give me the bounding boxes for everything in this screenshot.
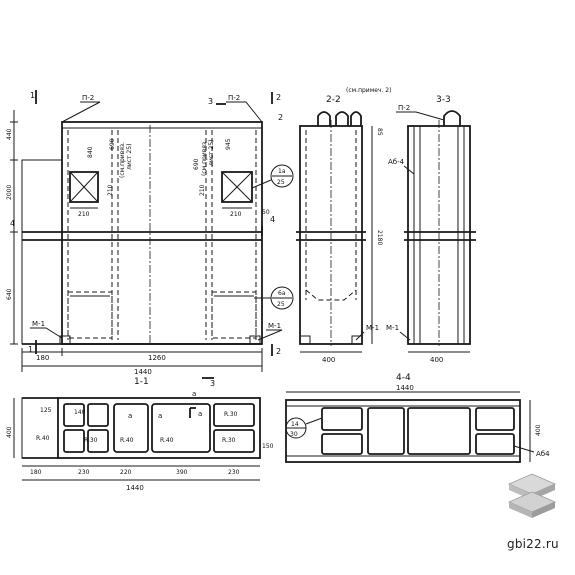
section-2-2: 2-2 (см.примеч. 2) 400 85 2180 М-1 — [296, 87, 391, 364]
r40-a: R.40 — [36, 435, 50, 442]
label-m1-left: М-1 — [32, 320, 45, 328]
front-elevation — [21, 121, 263, 345]
section-1-1-title: 1-1 — [134, 377, 149, 387]
section-4-4: 4-4 1440 14 30 400 Аб4 — [285, 373, 550, 463]
dim-150-plan: 150 — [262, 443, 274, 450]
mark-2-mid: 2 — [278, 113, 283, 122]
section-2-2-title: 2-2 — [326, 95, 341, 105]
r40-b: R.40 — [120, 437, 134, 444]
letter-a-3: а — [198, 410, 202, 418]
mark-2-top: 2 — [276, 93, 281, 102]
label-p2-right: П-2 — [228, 94, 240, 102]
elevation-dim-left: 440 2000 640 — [6, 110, 18, 345]
dim-840: 840 — [87, 146, 94, 158]
note-see-detail-1: (см.привяз. — [119, 142, 126, 178]
section-1-1: 1-1 140 125 R.40 R.30 R.40 R.40 R.30 R.3… — [6, 377, 274, 492]
dim-400-plan: 400 — [6, 426, 13, 438]
dim-210-left-v: 210 — [107, 184, 114, 196]
dim-210-right-v: 210 — [199, 184, 206, 196]
dim-390-plan: 390 — [176, 469, 188, 476]
letter-a-2: а — [158, 412, 162, 420]
mark-2-bottom: 2 — [276, 347, 281, 356]
note-see-note-2: (см.примеч. 2) — [346, 87, 391, 94]
dim-945: 945 — [225, 138, 232, 150]
dim-230-plan: 230 — [78, 469, 90, 476]
dim-140-plan: 140 — [74, 409, 86, 416]
section-3-3: 3-3 П-2 Аб-4 М-1 400 — [386, 95, 476, 364]
label-m1-s33: М-1 — [386, 324, 399, 332]
dim-640: 640 — [6, 288, 13, 300]
bubble-14-bottom: 30 — [290, 431, 298, 438]
dim-180: 180 — [36, 354, 49, 362]
label-p2-s33: П-2 — [398, 104, 410, 112]
note-see-detail-2: лист 25) — [126, 144, 133, 170]
dim-230b-plan: 230 — [228, 469, 240, 476]
r30-b: R.30 — [222, 437, 236, 444]
dim-210-left-h: 210 — [78, 211, 90, 218]
dim-1440: 1440 — [134, 368, 152, 376]
dim-1440-s44: 1440 — [396, 384, 414, 392]
mark-4-left: 4 — [10, 219, 15, 228]
dim-2180: 2180 — [376, 230, 383, 245]
mark-1-bottom: 1 — [28, 345, 33, 354]
dim-1260: 1260 — [148, 354, 166, 362]
bubble-6a-top: 6а — [278, 290, 286, 297]
letter-a-1: а — [128, 412, 132, 420]
section-3-3-title: 3-3 — [436, 95, 451, 105]
label-m1-right: М-1 — [268, 322, 281, 330]
dim-400-s33: 400 — [430, 356, 443, 364]
dim-210-right-h: 210 — [230, 211, 242, 218]
section-4-4-title: 4-4 — [396, 373, 411, 383]
dim-440: 440 — [6, 128, 13, 140]
bubble-1a-top: 1а — [278, 168, 286, 175]
bubble-14-top: 14 — [291, 421, 299, 428]
dim-690-b: 690 — [193, 158, 200, 170]
dim-125-plan: 125 — [40, 407, 52, 414]
letter-a-top: а — [192, 390, 196, 398]
mark-3-top: 3 — [208, 97, 213, 106]
dim-2000: 2000 — [6, 185, 13, 200]
site-name[interactable]: gbi22.ru — [507, 537, 559, 551]
bubble-1a-bottom: 25 — [277, 179, 285, 186]
dim-400-s22: 400 — [322, 356, 335, 364]
dim-1440-plan: 1440 — [126, 484, 144, 492]
label-ab4-vertical: Аб-4 — [388, 158, 405, 166]
dim-50: 50 — [262, 209, 270, 216]
note-see-detail-b1: (см.привяз. — [201, 140, 208, 176]
bubble-6a-bottom: 25 — [277, 301, 285, 308]
dim-400-s44: 400 — [535, 424, 542, 436]
dim-85: 85 — [376, 128, 383, 136]
dim-690: 690 — [109, 138, 116, 150]
stacked-slabs-icon — [507, 473, 557, 518]
label-ab4: Аб4 — [536, 450, 550, 458]
label-m1-s22: М-1 — [366, 324, 379, 332]
r30-c: R.30 — [224, 411, 238, 418]
label-p2-left: П-2 — [82, 94, 94, 102]
note-see-detail-b2: лист 25) — [208, 140, 215, 166]
mark-4-right: 4 — [270, 215, 275, 224]
dim-220-plan: 220 — [120, 469, 132, 476]
r40-c: R.40 — [160, 437, 174, 444]
mark-3-bottom: 3 — [210, 379, 215, 388]
elevation-dim-bottom: 180 1260 1440 — [21, 348, 263, 376]
elevation-annotations: П-2 П-2 1 1 2 2 2 3 3 4 4 840 690 (см.пр… — [10, 90, 294, 388]
dim-180-plan: 180 — [30, 469, 42, 476]
r30-a: R.30 — [84, 437, 98, 444]
mark-1-top: 1 — [30, 91, 35, 100]
